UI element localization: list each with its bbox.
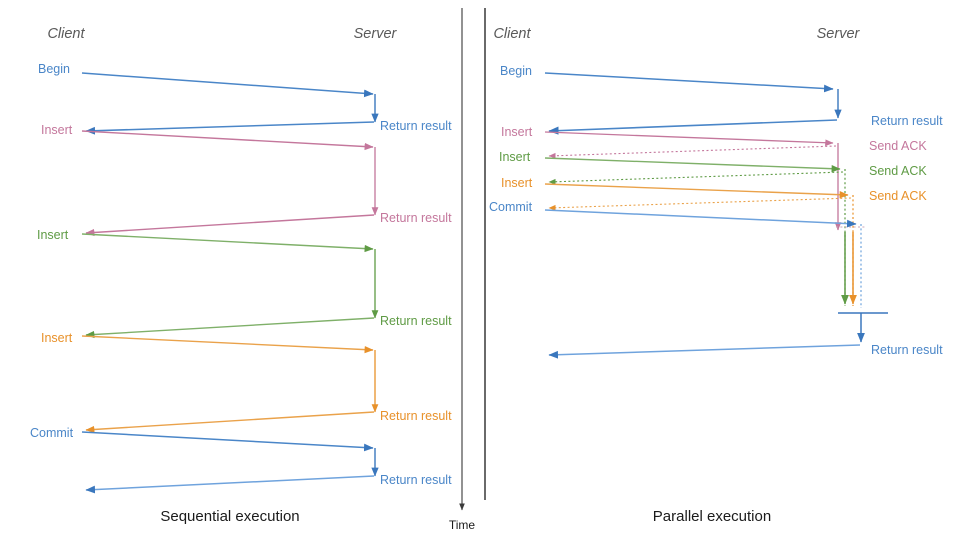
- time-axis-label: Time: [449, 518, 476, 532]
- left-arrow-insert-1: [81, 130, 374, 151]
- right-arrow-insert-2: [544, 157, 841, 173]
- right-label-ack-3: Send ACK: [869, 189, 927, 203]
- left-label-return-5: Return result: [380, 473, 452, 487]
- right-panel-caption: Parallel execution: [653, 508, 771, 525]
- right-arrow-commit: [544, 209, 857, 228]
- right-label-return-final: Return result: [871, 343, 943, 357]
- right-actor-server: Server: [817, 26, 861, 42]
- left-panel-sequential: Client Server Begin: [30, 26, 452, 525]
- left-label-insert-3: Insert: [41, 331, 73, 345]
- right-label-return-top: Return result: [871, 114, 943, 128]
- left-label-return-2: Return result: [380, 211, 452, 225]
- left-arrow-return-1: [85, 121, 375, 135]
- right-label-insert-1: Insert: [501, 125, 533, 139]
- left-label-commit: Commit: [30, 426, 74, 440]
- left-label-return-4: Return result: [380, 409, 452, 423]
- right-actor-client: Client: [493, 26, 531, 42]
- left-actor-client: Client: [47, 26, 85, 42]
- right-arrow-return-top: [548, 119, 838, 135]
- right-arrow-ack-1: [548, 145, 837, 159]
- left-arrow-insert-2: [81, 233, 374, 253]
- right-arrow-ack-3: [548, 197, 852, 211]
- right-arrow-insert-1: [544, 131, 834, 147]
- left-arrow-return-3: [85, 317, 375, 339]
- right-arrow-return-final: [548, 344, 861, 359]
- left-label-insert-1: Insert: [41, 123, 73, 137]
- right-label-ack-1: Send ACK: [869, 139, 927, 153]
- right-label-commit: Commit: [489, 200, 533, 214]
- left-arrow-return-5: [85, 475, 375, 494]
- left-panel-caption: Sequential execution: [160, 508, 299, 525]
- left-label-insert-2: Insert: [37, 228, 69, 242]
- left-arrow-insert-3: [81, 335, 374, 354]
- right-arrow-ack-2: [548, 171, 844, 185]
- left-actor-server: Server: [354, 26, 398, 42]
- right-arrow-insert-3: [544, 183, 849, 199]
- time-axis: Time: [449, 8, 476, 532]
- left-label-return-1: Return result: [380, 119, 452, 133]
- right-arrow-begin: [544, 72, 834, 93]
- right-panel-parallel: Client Server: [489, 26, 943, 525]
- right-label-begin: Begin: [500, 64, 532, 78]
- right-label-insert-3: Insert: [501, 176, 533, 190]
- right-label-insert-2: Insert: [499, 150, 531, 164]
- left-arrow-return-2: [85, 214, 375, 237]
- right-label-ack-2: Send ACK: [869, 164, 927, 178]
- left-label-begin: Begin: [38, 62, 70, 76]
- left-arrow-begin: [81, 72, 374, 98]
- left-label-return-3: Return result: [380, 314, 452, 328]
- left-arrow-return-4: [85, 411, 375, 434]
- left-arrow-commit: [81, 431, 374, 452]
